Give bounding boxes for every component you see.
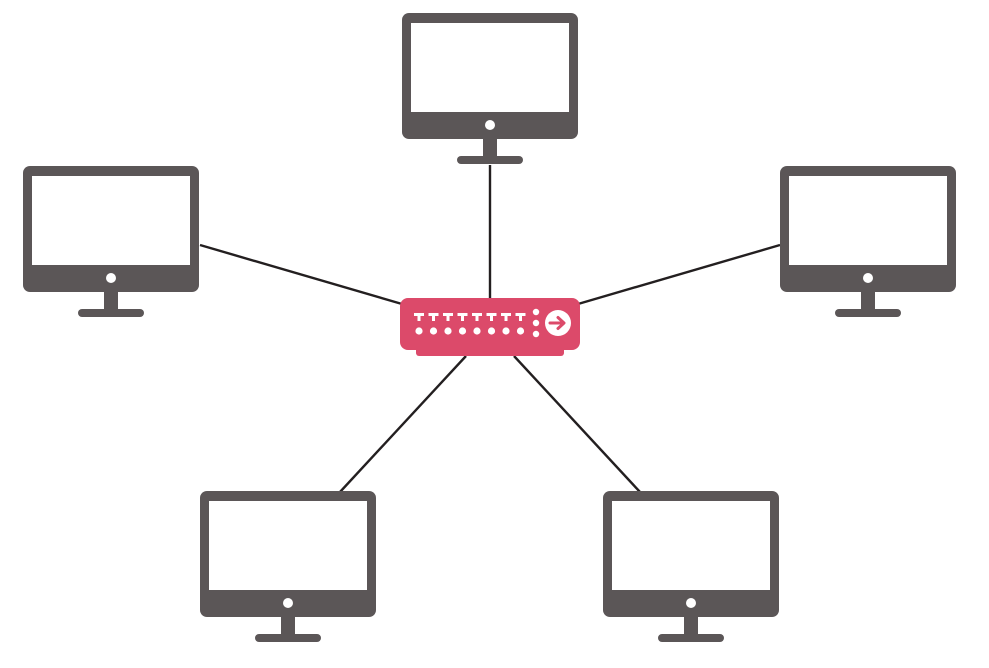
- switch-led: [415, 327, 423, 335]
- monitor-upper-right-icon: [780, 166, 956, 317]
- link-lower-left: [339, 355, 467, 493]
- switch-port: [472, 313, 482, 316]
- network-switch-icon: [400, 298, 580, 356]
- monitor-upper-left-icon: [23, 166, 199, 317]
- switch-port: [443, 313, 453, 316]
- network-switch: [400, 298, 580, 356]
- switch-port: [501, 313, 511, 316]
- switch-led: [444, 327, 452, 335]
- switch-port: [457, 313, 468, 316]
- computers: [23, 13, 956, 642]
- switch-led: [502, 327, 510, 335]
- link-lower-right: [513, 355, 641, 493]
- arrow-right-icon: [545, 310, 571, 336]
- switch-port: [428, 313, 439, 316]
- switch-led: [429, 327, 438, 335]
- switch-led: [487, 327, 496, 335]
- switch-led: [473, 327, 481, 335]
- connection-lines: [199, 165, 781, 493]
- switch-port: [414, 313, 424, 316]
- link-upper-right: [577, 243, 781, 306]
- switch-port: [515, 313, 526, 316]
- monitor-top-icon: [402, 13, 578, 164]
- switch-port: [486, 313, 497, 316]
- switch-led: [458, 327, 467, 335]
- monitor-lower-left-icon: [200, 491, 376, 642]
- switch-led: [516, 327, 525, 335]
- link-upper-left: [199, 243, 403, 306]
- monitor-lower-right-icon: [603, 491, 779, 642]
